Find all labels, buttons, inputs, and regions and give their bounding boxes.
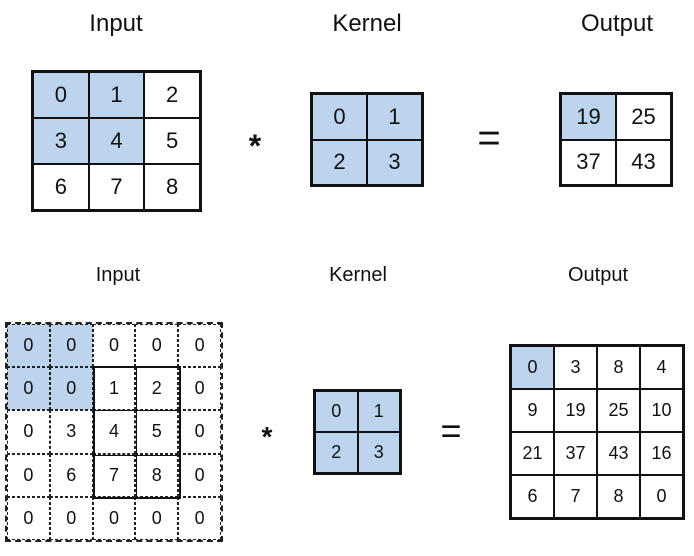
bottom-input-cell: 0 (135, 324, 179, 368)
top-output-cell: 19 (561, 94, 616, 140)
bottom-output-cell: 21 (511, 432, 554, 475)
bottom-output-cell: 7 (554, 475, 597, 518)
bottom-kernel-cell: 3 (357, 432, 400, 473)
top-input-cell: 8 (144, 164, 200, 210)
bottom-output-cell: 9 (511, 389, 554, 432)
bottom-input-cell: 0 (135, 496, 179, 540)
top-input-matrix: 0 1 2 3 4 5 6 7 8 (31, 70, 202, 212)
top-input-cell: 1 (88, 72, 145, 118)
bottom-output-cell: 0 (511, 346, 554, 389)
bottom-input-cell: 8 (135, 453, 179, 497)
top-kernel-cell: 2 (312, 139, 367, 185)
bottom-input-cell: 0 (7, 410, 50, 454)
bottom-kernel-cell: 1 (357, 391, 400, 432)
top-output-cell: 43 (616, 139, 671, 185)
top-kernel-matrix: 0 1 2 3 (310, 92, 424, 187)
top-input-cell: 3 (33, 118, 89, 164)
bottom-kernel-cell: 2 (315, 432, 358, 473)
top-output-label: Output (580, 10, 654, 37)
top-input-cell: 2 (144, 72, 200, 118)
bottom-input-cell: 0 (178, 367, 221, 411)
top-input-cell: 5 (144, 118, 200, 164)
bottom-output-cell: 8 (597, 475, 640, 518)
bottom-input-cell: 0 (7, 496, 50, 540)
top-output-cell: 25 (616, 94, 671, 140)
bottom-input-cell: 0 (178, 453, 221, 497)
bottom-output-cell: 6 (511, 475, 554, 518)
top-kernel-cell: 0 (312, 94, 367, 140)
bottom-output-cell: 19 (554, 389, 597, 432)
bottom-convolution-operator: * (261, 421, 273, 452)
bottom-output-label: Output (567, 264, 629, 286)
bottom-output-cell: 0 (640, 475, 683, 518)
bottom-input-cell: 0 (92, 324, 136, 368)
top-kernel-cell: 1 (367, 94, 422, 140)
bottom-input-cell: 3 (49, 410, 93, 454)
bottom-output-matrix: 0 3 8 4 9 19 25 10 21 37 43 16 6 7 8 0 (509, 344, 685, 520)
bottom-output-cell: 25 (597, 389, 640, 432)
bottom-input-cell: 0 (178, 410, 221, 454)
bottom-input-cell: 0 (49, 367, 93, 411)
top-kernel-cell: 3 (367, 139, 422, 185)
bottom-output-cell: 43 (597, 432, 640, 475)
top-input-cell: 7 (88, 164, 145, 210)
bottom-output-cell: 4 (640, 346, 683, 389)
bottom-input-cell: 0 (49, 324, 93, 368)
bottom-padded-input-matrix: 0 0 0 0 0 0 0 1 2 0 0 3 4 5 0 0 6 7 8 0 … (5, 322, 223, 542)
bottom-input-cell: 5 (135, 410, 179, 454)
top-convolution-operator: * (248, 128, 262, 164)
bottom-output-cell: 16 (640, 432, 683, 475)
bottom-input-cell: 0 (178, 324, 221, 368)
bottom-input-cell: 0 (178, 496, 221, 540)
top-input-cell: 0 (33, 72, 89, 118)
bottom-input-cell: 1 (92, 367, 136, 411)
top-output-matrix: 19 25 37 43 (559, 92, 673, 187)
bottom-output-cell: 8 (597, 346, 640, 389)
bottom-kernel-label: Kernel (329, 264, 387, 286)
bottom-input-cell: 6 (49, 453, 93, 497)
bottom-input-cell: 0 (92, 496, 136, 540)
bottom-input-cell: 0 (7, 324, 50, 368)
bottom-output-cell: 10 (640, 389, 683, 432)
top-input-label: Input (89, 10, 143, 37)
bottom-kernel-matrix: 0 1 2 3 (313, 389, 402, 475)
bottom-input-label: Input (95, 264, 141, 286)
top-equals-sign: = (477, 116, 501, 160)
top-input-cell: 4 (88, 118, 145, 164)
bottom-output-cell: 3 (554, 346, 597, 389)
top-kernel-label: Kernel (332, 10, 402, 37)
bottom-output-cell: 37 (554, 432, 597, 475)
bottom-input-cell: 7 (92, 453, 136, 497)
bottom-input-cell: 0 (7, 453, 50, 497)
top-input-cell: 6 (33, 164, 89, 210)
bottom-input-cell: 4 (92, 410, 136, 454)
bottom-input-cell: 0 (7, 367, 50, 411)
bottom-equals-sign: = (440, 410, 462, 451)
bottom-input-cell: 0 (49, 496, 93, 540)
top-output-cell: 37 (561, 139, 616, 185)
bottom-input-cell: 2 (135, 367, 179, 411)
bottom-kernel-cell: 0 (315, 391, 358, 432)
